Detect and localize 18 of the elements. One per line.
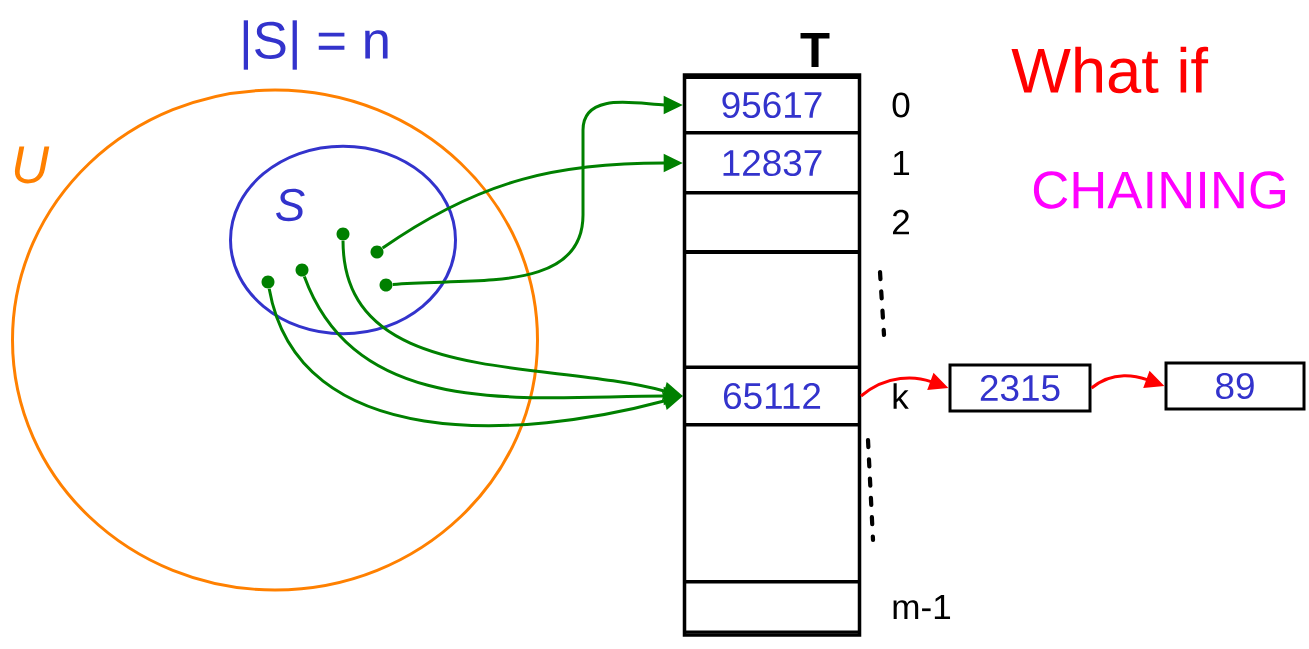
- chain-box: 2315: [948, 363, 1092, 413]
- table-cell: [683, 251, 861, 369]
- table-cell: 12837: [683, 131, 861, 195]
- heading: CHAINING: [1033, 171, 1285, 209]
- index-label: m-1: [893, 594, 951, 620]
- set-label: S: [276, 188, 305, 222]
- table-cell: 65112: [683, 365, 861, 427]
- heading: What if: [1011, 46, 1209, 94]
- index-label: 0: [892, 92, 910, 118]
- index-label: k: [893, 383, 909, 409]
- table-cell: [683, 423, 861, 583]
- set-label: U: [14, 146, 50, 184]
- table-heading: T: [800, 33, 830, 67]
- table-cell: 95617: [683, 76, 861, 134]
- index-label: 1: [893, 150, 910, 176]
- index-label: 2: [893, 209, 909, 235]
- set-size-label: |S| = n: [243, 20, 388, 70]
- chain-box: 89: [1164, 361, 1306, 411]
